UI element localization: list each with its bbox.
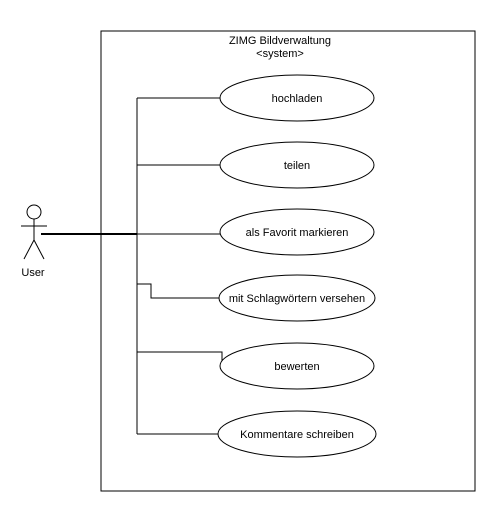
use-case-favorite[interactable]: als Favorit markieren [219, 208, 375, 256]
use-case-label: Kommentare schreiben [240, 429, 354, 441]
use-case-label: bewerten [274, 361, 319, 373]
use-case-ellipse [217, 410, 377, 458]
use-case-ellipse [219, 342, 375, 390]
actor-user[interactable]: User [21, 204, 47, 279]
actor-label: User [21, 267, 45, 279]
use-case-tag[interactable]: mit Schlagwörtern versehen [218, 274, 376, 322]
use-case-share[interactable]: teilen [219, 141, 375, 189]
use-case-label: hochladen [272, 93, 323, 105]
actor-head [26, 204, 42, 220]
system-title: ZIMG Bildverwaltung [229, 35, 331, 47]
association-tag [137, 283, 220, 299]
association-rate [137, 351, 223, 366]
actor-right-leg [33, 239, 45, 260]
use-case-label: mit Schlagwörtern versehen [229, 293, 365, 305]
use-case-comment[interactable]: Kommentare schreiben [217, 410, 377, 458]
use-case-ellipse [219, 208, 375, 256]
use-case-rate[interactable]: bewerten [219, 342, 375, 390]
use-case-label: als Favorit markieren [246, 227, 349, 239]
actor-left-leg [23, 239, 35, 260]
use-case-label: teilen [284, 160, 310, 172]
system-stereotype: <system> [256, 48, 304, 60]
system-boundary [100, 30, 476, 492]
use-case-ellipse [218, 274, 376, 322]
use-case-ellipse [219, 141, 375, 189]
use-case-upload[interactable]: hochladen [219, 74, 375, 122]
use-case-ellipse [219, 74, 375, 122]
